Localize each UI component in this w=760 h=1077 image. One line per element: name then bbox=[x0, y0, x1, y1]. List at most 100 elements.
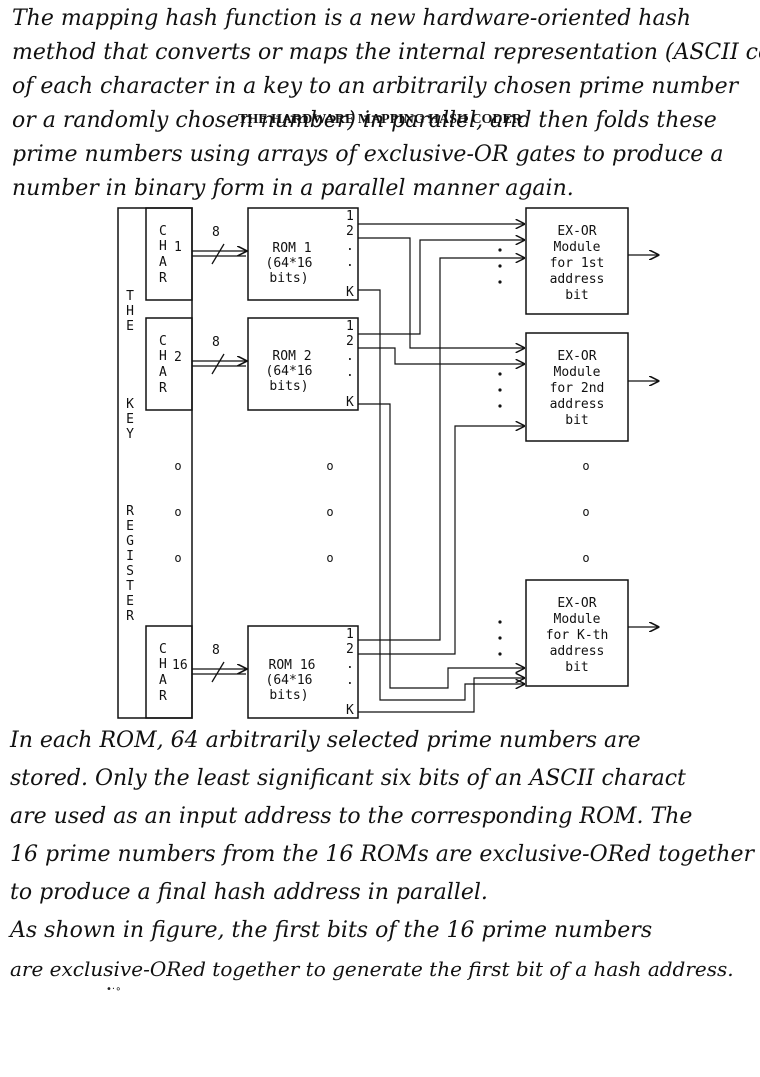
char-box bbox=[145, 317, 193, 411]
char-group-16: C H A R 16 8 ROM 16 (64*16 bits) 1 2 . .… bbox=[145, 625, 359, 719]
ex-or-module-k: EX-OR Module for K-th address bit bbox=[525, 579, 658, 687]
ex-or-box bbox=[525, 579, 629, 687]
intro-line: number in binary form in a parallel mann… bbox=[12, 176, 574, 201]
char-group-1: C H A R 1 8 ROM 1 (64*16 bits) 1 2 . . K bbox=[145, 207, 359, 301]
register-letter: I bbox=[126, 549, 134, 564]
ex-or-line: bit bbox=[565, 413, 588, 428]
intro-line: of each character in a key to an arbitra… bbox=[12, 74, 739, 99]
ellipsis-marker: o bbox=[326, 505, 333, 519]
wire bbox=[358, 347, 524, 364]
register-letter: R bbox=[126, 609, 134, 624]
register-letter: S bbox=[126, 564, 134, 579]
rom-output-label: . bbox=[346, 239, 354, 254]
char-letter: A bbox=[159, 255, 167, 270]
char-letter: A bbox=[159, 673, 167, 688]
char-letter: A bbox=[159, 365, 167, 380]
char-letter: H bbox=[159, 239, 167, 254]
register-letter: H bbox=[126, 304, 134, 319]
bus-width-label: 8 bbox=[212, 225, 220, 240]
register-letter: T bbox=[126, 579, 134, 594]
char-group-2: C H A R 2 8 ROM 2 (64*16 bits) 1 2 . . K bbox=[145, 317, 359, 411]
register-letter: E bbox=[126, 319, 134, 334]
explanation-line: In each ROM, 64 arbitrarily selected pri… bbox=[10, 728, 641, 753]
intro-line: The mapping hash function is a new hardw… bbox=[12, 6, 692, 31]
char-letter: R bbox=[159, 689, 167, 704]
register-letter: T bbox=[126, 289, 134, 304]
bus-slash bbox=[211, 243, 225, 265]
ex-or-module-2: EX-OR Module for 2nd address bit bbox=[525, 332, 658, 442]
register-letter: R bbox=[126, 504, 134, 519]
stray-marks: •·∘ bbox=[106, 984, 122, 995]
explanation-line: stored. Only the least significant six b… bbox=[10, 766, 686, 791]
bus-width-label: 8 bbox=[212, 643, 220, 658]
wire bbox=[358, 426, 524, 655]
ex-or-box bbox=[525, 207, 629, 315]
rom-output-label: 1 bbox=[346, 209, 354, 224]
register-letter: G bbox=[126, 534, 134, 549]
ex-or-line: Module bbox=[554, 612, 601, 627]
wire bbox=[358, 237, 524, 348]
intro-paragraph: The mapping hash function is a new hardw… bbox=[0, 2, 760, 206]
ex-or-line: for 2nd bbox=[550, 381, 605, 396]
char-letter: C bbox=[159, 334, 167, 349]
continuation-markers: o o o o o o o o o bbox=[174, 459, 589, 565]
rom-label: ROM 1 bbox=[272, 241, 311, 256]
register-letter: E bbox=[126, 412, 134, 427]
ex-or-line: for K-th bbox=[546, 628, 609, 643]
char-letter: H bbox=[159, 349, 167, 364]
wire bbox=[358, 678, 524, 713]
char-letter: C bbox=[159, 224, 167, 239]
ex-or-line: EX-OR bbox=[557, 349, 596, 364]
diagram-title: THE HARDWARE MAPPING HASH CODER bbox=[238, 112, 523, 127]
register-letter: E bbox=[126, 594, 134, 609]
ellipsis-marker: o bbox=[582, 505, 589, 519]
char-box bbox=[145, 625, 193, 719]
rom-size: (64*16 bbox=[266, 364, 313, 379]
ellipsis-marker: o bbox=[174, 551, 181, 565]
rom-output-label: K bbox=[346, 395, 354, 410]
char-index: 1 bbox=[174, 240, 182, 255]
register-letter: E bbox=[126, 519, 134, 534]
rom-to-ex-or-wiring bbox=[358, 224, 524, 713]
ex-or-module-1: EX-OR Module for 1st address bit bbox=[525, 207, 658, 315]
ex-or-line: address bbox=[550, 644, 605, 659]
rom-label: ROM 16 bbox=[269, 658, 316, 673]
rom-size: bits) bbox=[269, 271, 308, 286]
rom-box bbox=[247, 317, 359, 411]
rom-box bbox=[247, 625, 359, 719]
ex-or-line: for 1st bbox=[550, 256, 605, 271]
bus-width-label: 8 bbox=[212, 335, 220, 350]
intro-line: or a randomly chosen number) in parallel… bbox=[12, 108, 717, 133]
char-index: 2 bbox=[174, 350, 182, 365]
rom-size: bits) bbox=[269, 688, 308, 703]
ex-or-line: bit bbox=[565, 288, 588, 303]
rom-output-label: . bbox=[346, 365, 354, 380]
rom-output-label: . bbox=[346, 657, 354, 672]
rom-output-label: . bbox=[346, 673, 354, 688]
rom-output-label: . bbox=[346, 255, 354, 270]
char-letter: R bbox=[159, 271, 167, 286]
explanation-line: 16 prime numbers from the 16 ROMs are ex… bbox=[10, 842, 755, 867]
rom-size: (64*16 bbox=[266, 673, 313, 688]
register-letter: K bbox=[126, 397, 134, 412]
ellipsis-marker: o bbox=[326, 551, 333, 565]
explanation-paragraph: In each ROM, 64 arbitrarily selected pri… bbox=[0, 722, 760, 988]
char-letter: C bbox=[159, 642, 167, 657]
ellipsis-marker: o bbox=[174, 459, 181, 473]
register-letter: Y bbox=[126, 427, 134, 442]
ex-or-line: address bbox=[550, 397, 605, 412]
wire bbox=[358, 289, 524, 701]
wire-ellipsis bbox=[498, 248, 502, 656]
char-box bbox=[145, 207, 193, 301]
ex-or-line: bit bbox=[565, 660, 588, 675]
rom-output-label: K bbox=[346, 285, 354, 300]
wire bbox=[358, 403, 524, 689]
explanation-line: are used as an input address to the corr… bbox=[10, 804, 693, 829]
intro-line: method that converts or maps the interna… bbox=[12, 40, 760, 65]
ex-or-box bbox=[525, 332, 629, 442]
rom-size: bits) bbox=[269, 379, 308, 394]
rom-size: (64*16 bbox=[266, 256, 313, 271]
rom-label: ROM 2 bbox=[272, 349, 311, 364]
rom-output-label: 2 bbox=[346, 334, 354, 349]
rom-output-label: K bbox=[346, 703, 354, 718]
